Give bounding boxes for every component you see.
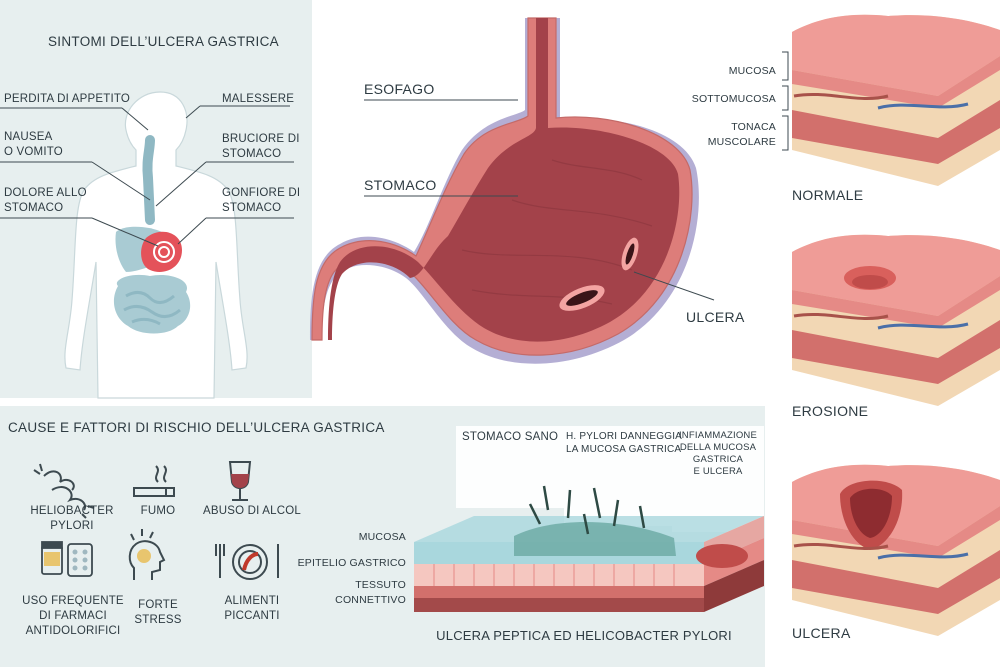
stomach-lining xyxy=(328,18,680,342)
cigarette-icon xyxy=(133,465,175,497)
pylori-label-mucosa: MUCOSA xyxy=(358,531,406,543)
stressed-head-icon xyxy=(128,529,166,580)
human-body-figure xyxy=(0,91,294,399)
pylori-label-epitelio: EPITELIO GASTRICO xyxy=(297,557,406,569)
tissue-block-erosione xyxy=(792,234,1000,406)
pylori-bacteria xyxy=(528,485,646,535)
stomach-organ xyxy=(141,231,182,272)
cause-label-piccanti: ALIMENTI PICCANTI xyxy=(224,595,280,622)
cause-label-alcol: ABUSO DI ALCOL xyxy=(202,505,302,517)
cause-label-stress: FORTE STRESS xyxy=(134,599,182,626)
symptom-left-1: PERDITA DI APPETITO xyxy=(4,93,131,105)
cause-label-pylori: HELIOBACTER PYLORI xyxy=(30,505,114,532)
damaged-mucosa xyxy=(514,521,676,556)
label-ulcera: ULCERA xyxy=(686,309,745,325)
symptom-pointer-lines xyxy=(0,105,294,247)
symptom-left-2: NAUSEA O VOMITO xyxy=(4,131,63,158)
esophagus-shape xyxy=(142,135,155,225)
bacteria-icon xyxy=(33,463,95,519)
intestines-shape xyxy=(113,274,191,334)
causes-title: CAUSE E FATTORI DI RISCHIO DELL’ULCERA G… xyxy=(8,420,385,435)
label-tonaca-muscolare: TONACA MUSCOLARE xyxy=(707,121,776,148)
cause-label-farmaci: USO FREQUENTE DI FARMACI ANTIDOLORIFICI xyxy=(22,595,124,637)
symptoms-title: SINTOMI DELL’ULCERA GASTRICA xyxy=(48,34,279,49)
chili-plate-icon xyxy=(215,544,279,580)
symptom-right-3: GONFIORE DI STOMACO xyxy=(222,187,301,214)
label-sottomucosa: SOTTOMUCOSA xyxy=(691,93,776,105)
tissue-blocks xyxy=(792,14,1000,636)
label-esofago: ESOFAGO xyxy=(364,81,435,97)
stage-label-normale: NORMALE xyxy=(792,187,864,203)
ulcer-crater xyxy=(696,544,748,568)
causes-panel: CAUSE E FATTORI DI RISCHIO DELL’ULCERA G… xyxy=(0,406,765,667)
stage-label-ulcera: ULCERA xyxy=(792,625,851,641)
pylori-header-1: STOMACO SANO xyxy=(462,431,559,443)
pylori-caption: ULCERA PEPTICA ED HELICOBACTER PYLORI xyxy=(436,628,732,643)
stage-label-erosione: EROSIONE xyxy=(792,403,869,419)
symptom-right-1: MALESSERE xyxy=(222,93,295,105)
label-mucosa: MUCOSA xyxy=(728,65,776,77)
pills-icon xyxy=(41,541,93,577)
tissue-block-ulcera xyxy=(792,464,1000,636)
wine-glass-icon xyxy=(228,461,252,501)
stomach-illustration xyxy=(310,17,715,364)
stomach-pointer-lines xyxy=(364,99,715,301)
pain-ring-icon xyxy=(153,241,175,263)
epithelium-layer xyxy=(414,564,704,586)
label-stomaco: STOMACO xyxy=(364,177,437,193)
connective-tissue-layer xyxy=(414,598,704,612)
pylori-header-2: H. PYLORI DANNEGGIA LA MUCOSA GASTRICA xyxy=(566,431,683,455)
symptom-left-3: DOLORE ALLO STOMACO xyxy=(4,187,87,214)
pylori-diagram xyxy=(414,426,764,612)
cause-label-fumo: FUMO xyxy=(140,505,176,517)
layer-brackets xyxy=(782,51,789,151)
cause-icons xyxy=(33,461,279,580)
symptom-right-2: BRUCIORE DI STOMACO xyxy=(222,133,300,160)
pylori-label-tessuto: TESSUTO CONNETTIVO xyxy=(335,579,406,606)
pylori-header-3: INFIAMMAZIONE DELLA MUCOSA GASTRICA E UL… xyxy=(678,430,758,477)
symptoms-panel: SINTOMI DELL’ULCERA GASTRICA PERDITA DI … xyxy=(0,0,312,399)
tissue-block-normal xyxy=(792,14,1000,186)
